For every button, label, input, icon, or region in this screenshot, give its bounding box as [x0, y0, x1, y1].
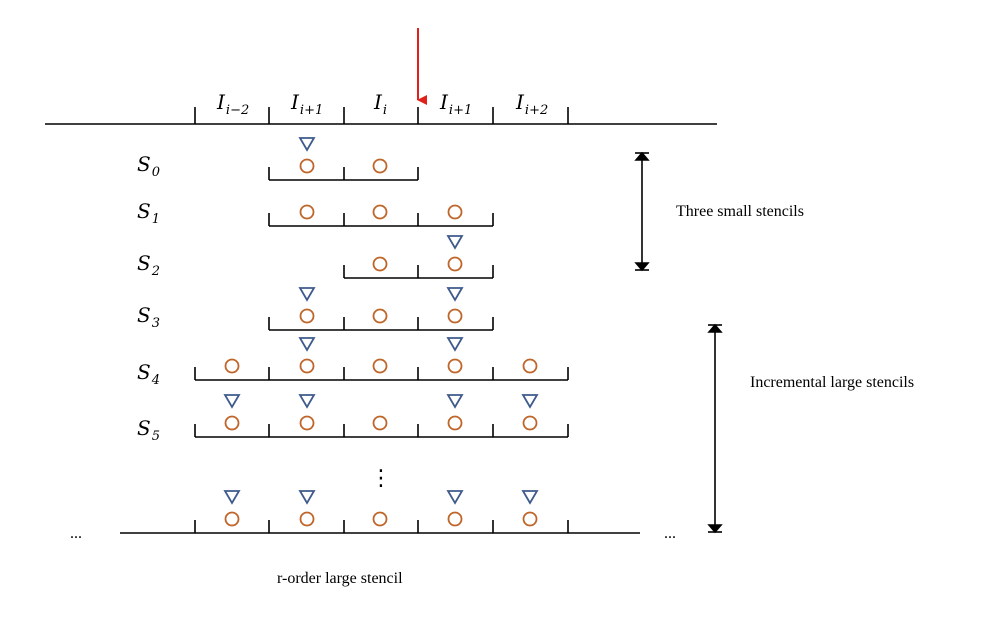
- ellipsis-left: ...: [70, 525, 82, 542]
- stencil-point-circle: [522, 511, 538, 527]
- cell-label-3: Ii: [373, 90, 387, 118]
- ellipsis-right: ...: [664, 525, 676, 542]
- stencil-point-triangle: [298, 394, 316, 409]
- stencil-label-s5: S5: [137, 416, 160, 444]
- stencil-point-circle: [372, 415, 388, 431]
- stencil-point-circle: [372, 358, 388, 374]
- small-stencils-range-arrow: [634, 151, 650, 272]
- stencil-point-circle: [522, 415, 538, 431]
- stencil-label-s2: S2: [137, 251, 160, 279]
- stencil-point-circle: [372, 204, 388, 220]
- stencil-point-circle: [299, 158, 315, 174]
- stencil-point-circle: [522, 358, 538, 374]
- stencil-point-triangle: [223, 394, 241, 409]
- cell-label-4: Ii+1: [439, 90, 472, 118]
- stencil-point-circle: [447, 256, 463, 272]
- stencil-label-s3: S3: [137, 303, 160, 331]
- stencil-point-circle: [447, 204, 463, 220]
- stencil-point-circle: [224, 511, 240, 527]
- stencil-label-s0: S0: [137, 152, 160, 180]
- stencil-point-circle: [447, 358, 463, 374]
- bottom-stencil-ticks: [194, 520, 569, 533]
- stencil-point-circle: [447, 415, 463, 431]
- stencil-point-triangle: [223, 490, 241, 505]
- stencil-point-circle: [372, 158, 388, 174]
- incremental-range-arrow: [707, 323, 723, 534]
- label-r-order-large-stencil: r-order large stencil: [277, 570, 403, 587]
- stencil-point-circle: [372, 256, 388, 272]
- stencil-point-circle: [224, 415, 240, 431]
- stencil-point-triangle: [298, 287, 316, 302]
- stencil-point-triangle: [298, 490, 316, 505]
- stencil-point-circle: [299, 308, 315, 324]
- stencil-point-triangle: [446, 490, 464, 505]
- stencil-label-s4: S4: [137, 360, 160, 388]
- top-grid-ticks: [194, 107, 569, 124]
- vertical-ellipsis: ⋮: [370, 466, 392, 491]
- stencil-label-s1: S1: [137, 199, 160, 227]
- stencil-point-triangle: [446, 287, 464, 302]
- stencil-point-circle: [372, 511, 388, 527]
- stencil-point-triangle: [446, 337, 464, 352]
- label-incremental-large-stencils: Incremental large stencils: [750, 374, 914, 391]
- stencil-point-circle: [299, 415, 315, 431]
- label-three-small-stencils: Three small stencils: [676, 203, 804, 220]
- stencil-point-circle: [299, 358, 315, 374]
- cell-label-5: Ii+2: [515, 90, 548, 118]
- stencil-point-circle: [299, 511, 315, 527]
- stencil-point-triangle: [446, 235, 464, 250]
- cell-label-1: Ii−2: [216, 90, 249, 118]
- stencil-point-triangle: [521, 394, 539, 409]
- stencil-point-circle: [372, 308, 388, 324]
- stencil-circles: [224, 158, 538, 527]
- stencil-brackets: [194, 167, 569, 438]
- stencil-point-circle: [447, 511, 463, 527]
- cell-label-2: Ii+1: [290, 90, 323, 118]
- stencil-point-circle: [224, 358, 240, 374]
- stencil-point-circle: [299, 204, 315, 220]
- stencil-point-triangle: [446, 394, 464, 409]
- stencil-point-circle: [447, 308, 463, 324]
- stencil-point-triangle: [298, 337, 316, 352]
- stencil-triangles: [223, 137, 539, 505]
- stencil-point-triangle: [298, 137, 316, 152]
- stencil-point-triangle: [521, 490, 539, 505]
